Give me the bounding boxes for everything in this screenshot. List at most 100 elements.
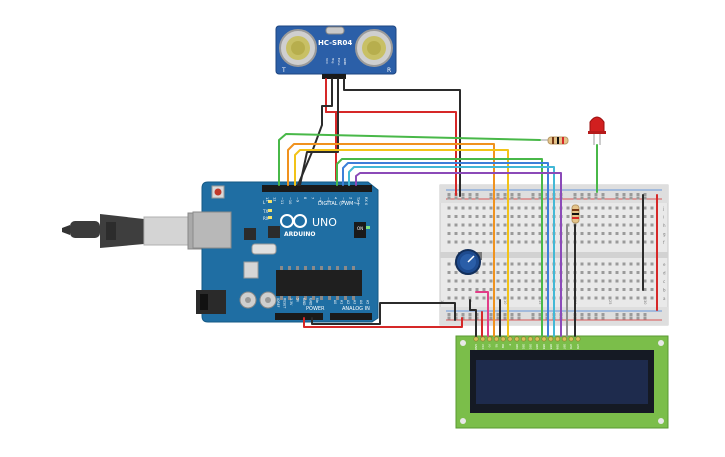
power-pin-label: GND bbox=[302, 298, 306, 306]
lcd-pin[interactable] bbox=[480, 336, 486, 342]
lcd-pin[interactable] bbox=[500, 336, 506, 342]
wire-5v-lower[interactable] bbox=[303, 317, 463, 328]
lcd-pin-label: DB1 bbox=[522, 344, 526, 350]
sensor-pin-label: VCC bbox=[325, 58, 329, 64]
lcd-pin[interactable] bbox=[527, 336, 533, 342]
power-pin-label: IOREF bbox=[276, 298, 280, 308]
lcd-pin[interactable] bbox=[473, 336, 479, 342]
potentiometer[interactable] bbox=[455, 249, 482, 275]
lcd-pin-label: E bbox=[508, 344, 512, 346]
digital-pin-label: ~6 bbox=[318, 197, 322, 202]
lcd-pin-label: DB4 bbox=[542, 344, 546, 350]
wire-led[interactable] bbox=[278, 133, 541, 186]
lcd-pin[interactable] bbox=[514, 336, 520, 342]
analog-pin-label: A3 bbox=[353, 300, 357, 304]
lcd-pin[interactable] bbox=[555, 336, 561, 342]
digital-pin-label: TX 1 bbox=[356, 196, 360, 205]
digital-pin-label: RX 0 bbox=[364, 197, 368, 205]
wire-lcd-db6[interactable] bbox=[348, 166, 555, 337]
lcd-pin[interactable] bbox=[493, 336, 499, 342]
breadboard-row-label: d bbox=[663, 271, 666, 276]
lcd-pin-label: DB0 bbox=[515, 344, 519, 350]
receiver-icon bbox=[355, 29, 393, 67]
analog-pin-label: A4 bbox=[359, 300, 363, 304]
power-pin-label: 3.3V bbox=[289, 298, 293, 306]
power-pin-label: Vin bbox=[315, 298, 319, 303]
wire-lcd-db7[interactable] bbox=[355, 172, 562, 337]
sensor-pin-label: GND bbox=[343, 58, 347, 66]
wire-trig[interactable] bbox=[297, 78, 333, 186]
breadboard-column-label: 10 bbox=[503, 300, 507, 304]
lcd-pin-label: DB5 bbox=[549, 344, 553, 350]
lcd-pin-label: GND bbox=[474, 344, 478, 350]
lcd-pin[interactable] bbox=[507, 336, 513, 342]
digital-pin-label: ~5 bbox=[326, 197, 330, 202]
sensor-model-label: HC-SR04 bbox=[318, 39, 352, 47]
transmitter-icon bbox=[279, 29, 317, 67]
digital-pin-header[interactable] bbox=[262, 185, 372, 192]
lcd-pin[interactable] bbox=[575, 336, 581, 342]
breadboard-row-label: b bbox=[663, 288, 666, 293]
wire-lcd-e[interactable] bbox=[294, 149, 509, 337]
breadboard-column-label: 25 bbox=[608, 300, 612, 304]
wire-echo[interactable] bbox=[299, 78, 339, 186]
on-label: ON bbox=[357, 226, 363, 231]
wire-lcd-db4[interactable] bbox=[336, 158, 543, 337]
digital-pin-label: 8 bbox=[303, 197, 307, 199]
power-pin-header[interactable] bbox=[275, 313, 323, 320]
lcd-pin-label: LED bbox=[576, 344, 580, 349]
tx-label: TX bbox=[262, 209, 268, 214]
wire-lcd-gnd[interactable] bbox=[469, 299, 477, 337]
lcd-pin[interactable] bbox=[548, 336, 554, 342]
lcd-pin[interactable] bbox=[487, 336, 493, 342]
arduino-uno-board[interactable]: ARDUINO UNO DIGITAL (PWM~) POWER ANALOG … bbox=[192, 181, 379, 323]
rx-label: RX bbox=[263, 216, 269, 221]
power-header-label: POWER bbox=[306, 306, 325, 312]
resistor-led[interactable] bbox=[540, 136, 569, 145]
digital-pin-label: 12 bbox=[273, 197, 277, 201]
wire-lcd-db5[interactable] bbox=[342, 162, 549, 337]
arduino-brand-label: ARDUINO bbox=[284, 231, 315, 238]
wire-pot-v0[interactable] bbox=[475, 291, 489, 337]
lcd-pin-label: DB2 bbox=[528, 344, 532, 350]
resistor-backlight[interactable] bbox=[571, 204, 580, 224]
analog-pin-label: A1 bbox=[340, 300, 344, 304]
lcd-pin[interactable] bbox=[541, 336, 547, 342]
digital-pin-label: ~9 bbox=[295, 197, 299, 202]
analog-pin-header[interactable] bbox=[330, 313, 372, 320]
lcd-pin-label: RS bbox=[494, 344, 498, 348]
lcd-pin[interactable] bbox=[521, 336, 527, 342]
wires[interactable] bbox=[278, 78, 658, 337]
wire-lcd-rs[interactable] bbox=[287, 143, 495, 337]
breadboard-column-label: 30 bbox=[643, 300, 647, 304]
analog-pin-label: A2 bbox=[346, 300, 350, 304]
lcd-pin[interactable] bbox=[568, 336, 574, 342]
sensor-pin-label: Trig bbox=[331, 57, 335, 63]
sensor-t-label: T bbox=[281, 67, 286, 74]
breadboard-row-label: i bbox=[663, 215, 664, 220]
breadboard-row-label: a bbox=[663, 296, 666, 301]
breadboard-row-label: h bbox=[663, 223, 666, 228]
lcd-pin[interactable] bbox=[561, 336, 567, 342]
breadboard-row-label: f bbox=[663, 240, 665, 245]
breadboard-column-label: 1 bbox=[440, 300, 444, 302]
analog-header-label: ANALOG IN bbox=[342, 306, 370, 312]
arduino-logo-icon bbox=[280, 214, 307, 228]
sensor-pin-label: Echo bbox=[337, 58, 341, 65]
red-led[interactable] bbox=[588, 116, 606, 145]
lcd-pin[interactable] bbox=[534, 336, 540, 342]
digital-pin-label: 2 bbox=[349, 197, 353, 199]
arduino-model-label: UNO bbox=[312, 216, 337, 229]
breadboard-row-label: c bbox=[663, 279, 665, 284]
digital-pin-label: 7 bbox=[311, 197, 315, 199]
wire-gnd-lower[interactable] bbox=[311, 302, 456, 325]
power-pin-label: 5V bbox=[296, 298, 300, 303]
digital-pin-label: ~10 bbox=[288, 197, 292, 204]
